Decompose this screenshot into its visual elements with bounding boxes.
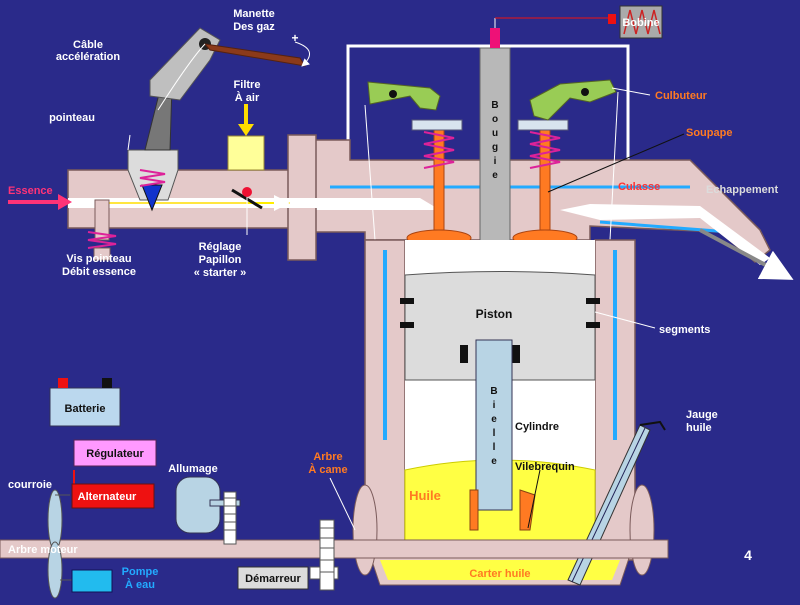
page-number: 4 [744,547,752,563]
label-pompe-2: À eau [125,578,155,591]
label-arbre-came-2: À came [308,463,347,476]
label-pointeau: pointeau [49,112,95,124]
label-bougie-4: i [494,156,497,167]
label-bougie-1: o [492,114,498,125]
manette-lever [203,43,307,67]
label-pompe-1: Pompe [122,566,159,578]
piston [404,271,596,381]
label-bougie-0: B [491,100,498,111]
bobine-coil [623,9,661,35]
carburetor-flange [287,134,317,261]
label-carter: Carter huile [469,568,530,580]
label-bobine: Bobine [622,17,659,29]
bougie [479,47,511,249]
valve-spring-right [529,131,561,169]
pulley-bottom [47,541,63,599]
label-bougie-5: e [492,170,498,181]
rocker-left [367,81,441,111]
label-filtre-1: Filtre [234,79,261,91]
label-cable-1: Câble [73,39,103,51]
label-vilebrequin: Vilebrequin [515,461,575,473]
filtre-air [227,135,265,171]
label-culasse: Culasse [618,181,660,193]
label-jauge-2: huile [686,422,712,434]
pulley-top [47,489,63,551]
label-huile: Huile [409,488,441,503]
label-bielle-5: e [491,456,497,467]
label-reglage-1: Réglage [199,241,242,253]
regulateur [73,439,157,467]
rocker-right [529,79,617,121]
label-arbre-moteur: Arbre moteur [8,544,78,556]
vis-pointeau [94,199,110,241]
label-bielle-4: l [493,442,496,453]
label-manette-1: Manette [233,8,275,20]
label-reglage-3: « starter » [194,267,247,279]
label-filtre-2: À air [235,91,260,104]
label-alternateur: Alternateur [78,491,137,503]
label-soupape: Soupape [686,127,732,139]
valve-spring-left [423,131,455,169]
label-bougie-3: g [492,142,498,153]
label-vis-1: Vis pointeau [66,253,131,265]
demarreur [237,566,309,590]
label-batterie: Batterie [65,403,106,415]
label-bielle-0: B [490,386,497,397]
label-cylindre: Cylindre [515,421,559,433]
label-echappement: Echappement [706,184,778,196]
valve-stem-left [433,129,445,231]
alternateur [71,483,155,509]
label-demarreur: Démarreur [245,573,301,585]
label-piston: Piston [476,307,513,321]
bougie-cap [490,28,500,48]
rocker-frame [346,44,630,165]
label-regulateur: Régulateur [86,448,144,460]
throttle-handle [149,27,221,101]
valve-stem-right [539,129,551,231]
label-bougie-2: u [492,128,498,139]
label-arbre-came-1: Arbre [313,451,342,463]
batterie [49,387,121,427]
label-plus: + [291,31,298,45]
label-vis-2: Débit essence [62,266,136,278]
label-courroie: courroie [8,479,52,491]
label-essence: Essence [8,185,53,197]
label-cable-2: accélération [56,51,120,63]
bobine-terminal [608,14,616,24]
label-manette-2: Des gaz [233,21,275,33]
pompe-eau [71,569,113,593]
label-bielle-2: e [491,414,497,425]
vilebrequin [519,489,536,531]
label-reglage-2: Papillon [199,254,242,266]
label-allumage: Allumage [168,463,218,475]
label-segments: segments [659,324,710,336]
demarreur-gear [319,519,335,591]
exhaust-arrow [699,228,794,280]
label-jauge-1: Jauge [686,409,718,421]
label-culbuteur: Culbuteur [655,90,708,102]
label-bielle-1: i [493,400,496,411]
bielle [475,339,513,511]
pointeau-spring [139,169,166,187]
label-bielle-3: l [493,428,496,439]
